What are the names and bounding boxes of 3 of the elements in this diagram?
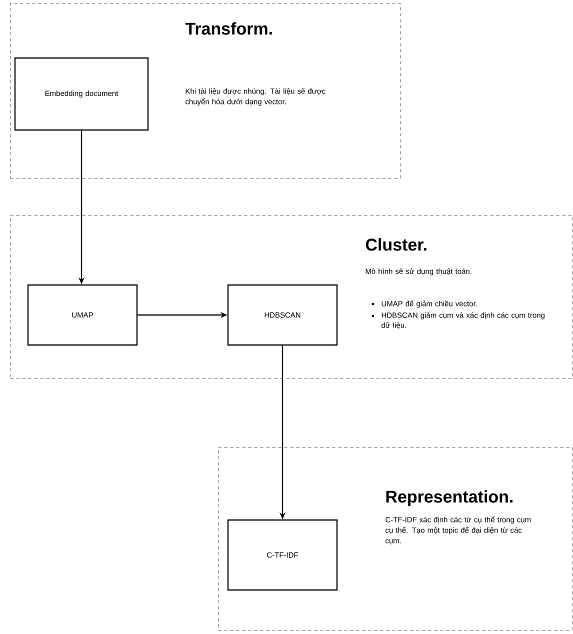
section-title: Cluster. xyxy=(366,238,426,251)
section-title: Transform. xyxy=(185,22,272,35)
section-title: Representation. xyxy=(386,490,512,506)
